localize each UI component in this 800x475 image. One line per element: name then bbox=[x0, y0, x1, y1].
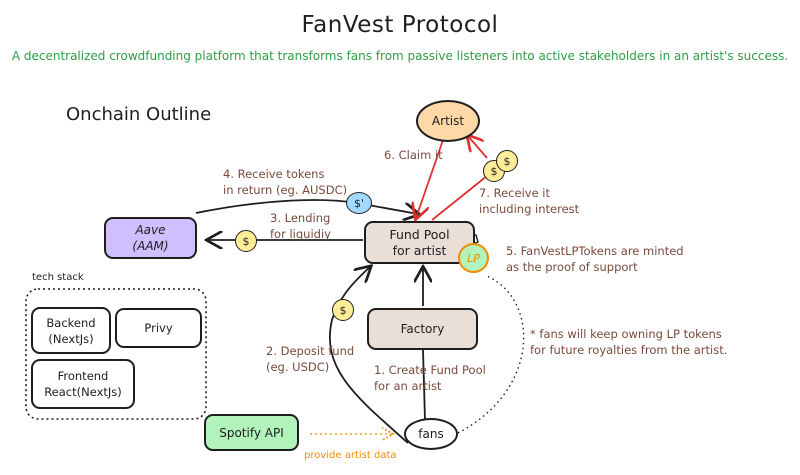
artist-label: Artist bbox=[431, 114, 465, 128]
dollar-coin-icon: $ bbox=[332, 299, 354, 321]
fund-pool-node[interactable]: Fund Pool for artist bbox=[364, 221, 475, 264]
fans-label: fans bbox=[418, 427, 444, 441]
spotify-api-label: Spotify API bbox=[219, 425, 284, 440]
step-1-label: 1. Create Fund Pool for an artist bbox=[374, 363, 486, 393]
atoken-coin-icon: $' bbox=[346, 192, 372, 214]
edge-create-pool bbox=[422, 349, 426, 421]
edge-claim bbox=[416, 139, 444, 218]
step-2-label: 2. Deposit fund (eg. USDC) bbox=[266, 344, 355, 374]
edge-fans-lp-dotted bbox=[457, 275, 525, 434]
fund-pool-label: Fund Pool for artist bbox=[389, 226, 450, 258]
spotify-edge-label: provide artist data bbox=[304, 450, 397, 461]
tech-stack-label: tech stack bbox=[32, 272, 84, 283]
step-7-label: 7. Receive it including interest bbox=[479, 186, 580, 216]
step-6-label: 6. Claim it bbox=[384, 148, 443, 162]
dollar-coin-icon: $ bbox=[496, 150, 518, 172]
factory-label: Factory bbox=[400, 322, 445, 336]
edge-deposit bbox=[329, 267, 409, 444]
edge-receive-interest bbox=[431, 136, 488, 221]
step-5-label: 5. FanVestLPTokens are minted as the pro… bbox=[506, 244, 684, 274]
lp-token-icon: LP bbox=[458, 243, 489, 273]
footnote: * fans will keep owning LP tokens for fu… bbox=[530, 327, 728, 357]
section-title: Onchain Outline bbox=[66, 104, 212, 125]
dollar-coin-icon: $ bbox=[235, 230, 257, 252]
artist-node[interactable]: Artist bbox=[416, 100, 480, 142]
tech-privy-box: Privy bbox=[115, 308, 202, 348]
fans-node[interactable]: fans bbox=[404, 418, 458, 450]
step-3-label: 3. Lending for liquidiy bbox=[270, 211, 331, 241]
page-subtitle: A decentralized crowdfunding platform th… bbox=[11, 49, 789, 63]
aave-node[interactable]: Aave (AAM) bbox=[104, 217, 197, 259]
tech-frontend-box: Frontend React(NextJs) bbox=[31, 359, 135, 409]
factory-node[interactable]: Factory bbox=[367, 308, 478, 350]
page-title: FanVest Protocol bbox=[301, 12, 499, 38]
tech-backend-box: Backend (NextJs) bbox=[31, 307, 111, 354]
aave-label: Aave (AAM) bbox=[132, 223, 169, 253]
spotify-api-node[interactable]: Spotify API bbox=[204, 414, 299, 451]
step-4-label: 4. Receive tokens in return (eg. AUSDC) bbox=[223, 167, 348, 197]
